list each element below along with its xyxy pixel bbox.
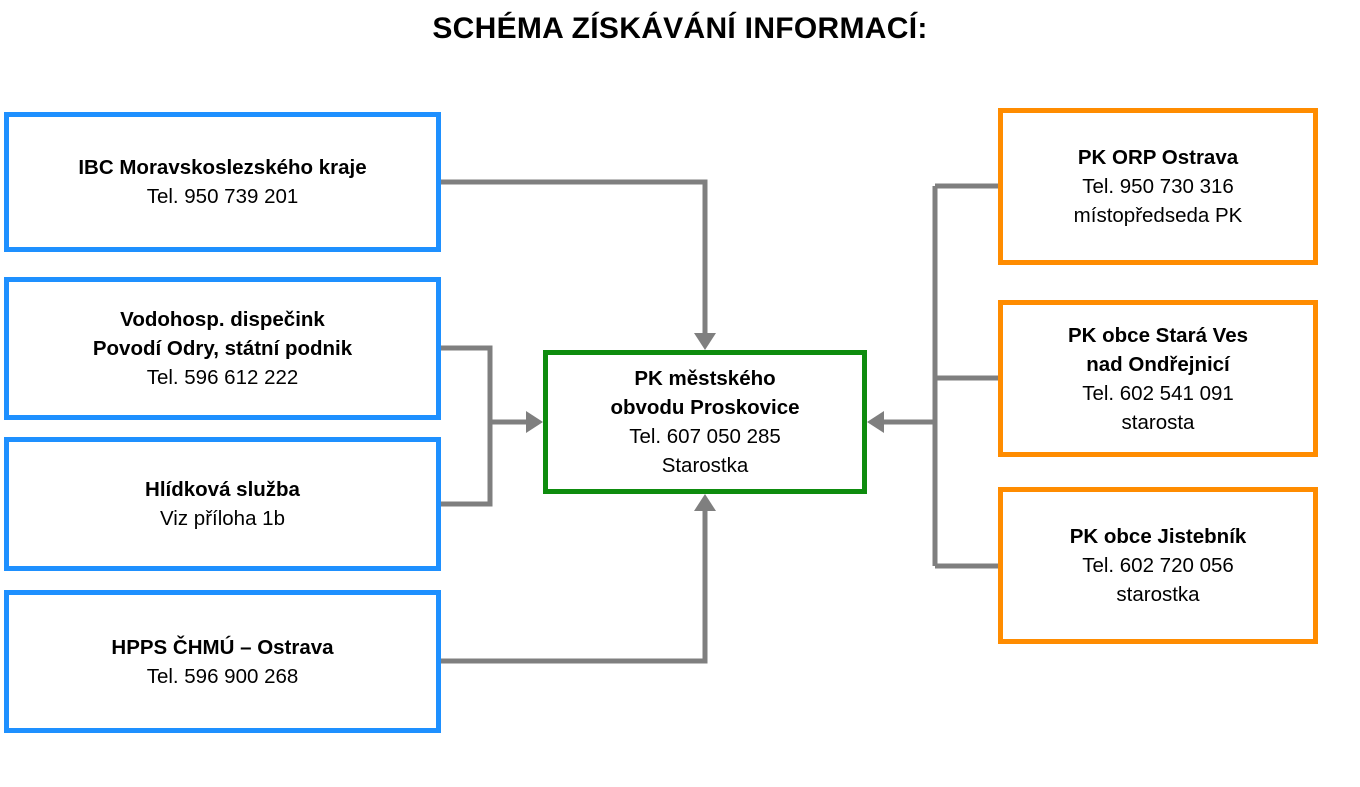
node-hpps-chmu: HPPS ČHMÚ – Ostrava Tel. 596 900 268 (4, 590, 441, 733)
connector-ibc-to-center (441, 179, 708, 334)
node-info-line: Tel. 602 541 091 (1082, 381, 1234, 405)
node-name-line: PK obce Jistebník (1069, 525, 1247, 548)
diagram-title: SCHÉMA ZÍSKÁVÁNÍ INFORMACÍ: (432, 12, 928, 45)
arrowhead-left-icon (867, 411, 884, 433)
node-info-line: Tel. 596 612 222 (146, 366, 299, 389)
arrowhead-down-icon (694, 333, 716, 350)
node-vodohosp-dispecink: Vodohosp. dispečink Povodí Odry, státní … (4, 277, 441, 420)
node-name-line: IBC Moravskoslezského kraje (78, 156, 367, 179)
connector-vodohosp-hlidkova-to-center (441, 345, 528, 507)
connector-hpps-to-center (441, 510, 708, 664)
node-info-line: Starostka (661, 454, 749, 477)
node-hlidkova-sluzba: Hlídková služba Viz příloha 1b (4, 437, 441, 571)
node-name-line: PK městského (634, 367, 776, 390)
node-info-line: Tel. 602 720 056 (1082, 554, 1234, 577)
node-info-line: Tel. 596 900 268 (146, 664, 299, 688)
node-name-line: PK obce Stará Ves (1067, 323, 1249, 347)
arrowhead-up-icon (694, 494, 716, 511)
node-info-line: starostka (1116, 583, 1200, 606)
node-name-line: Hlídková služba (145, 478, 300, 501)
node-info-line: starosta (1121, 410, 1195, 434)
node-pk-proskovice: PK městského obvodu Proskovice Tel. 607 … (543, 350, 867, 494)
node-info-line: Tel. 950 730 316 (1082, 175, 1234, 198)
node-name-line: Vodohosp. dispečink (120, 308, 325, 331)
node-info-line: Tel. 950 739 201 (146, 185, 299, 208)
node-name-line: obvodu Proskovice (610, 396, 800, 419)
node-pk-jistebnik: PK obce Jistebník Tel. 602 720 056 staro… (998, 487, 1318, 644)
node-info-line: Tel. 607 050 285 (629, 425, 781, 448)
node-info-line: místopředseda PK (1073, 204, 1243, 227)
node-pk-orp-ostrava: PK ORP Ostrava Tel. 950 730 316 místopře… (998, 108, 1318, 265)
node-name-line: nad Ondřejnicí (1086, 352, 1230, 376)
node-name-line: PK ORP Ostrava (1077, 146, 1239, 169)
node-name-line: HPPS ČHMÚ – Ostrava (111, 635, 334, 659)
node-pk-stara-ves: PK obce Stará Ves nad Ondřejnicí Tel. 60… (998, 300, 1318, 457)
node-info-line: Viz příloha 1b (160, 507, 285, 530)
node-ibc-kraj: IBC Moravskoslezského kraje Tel. 950 739… (4, 112, 441, 252)
connector-right-to-center (882, 183, 998, 569)
node-name-line: Povodí Odry, státní podnik (92, 337, 353, 360)
arrowhead-right-icon (526, 411, 543, 433)
